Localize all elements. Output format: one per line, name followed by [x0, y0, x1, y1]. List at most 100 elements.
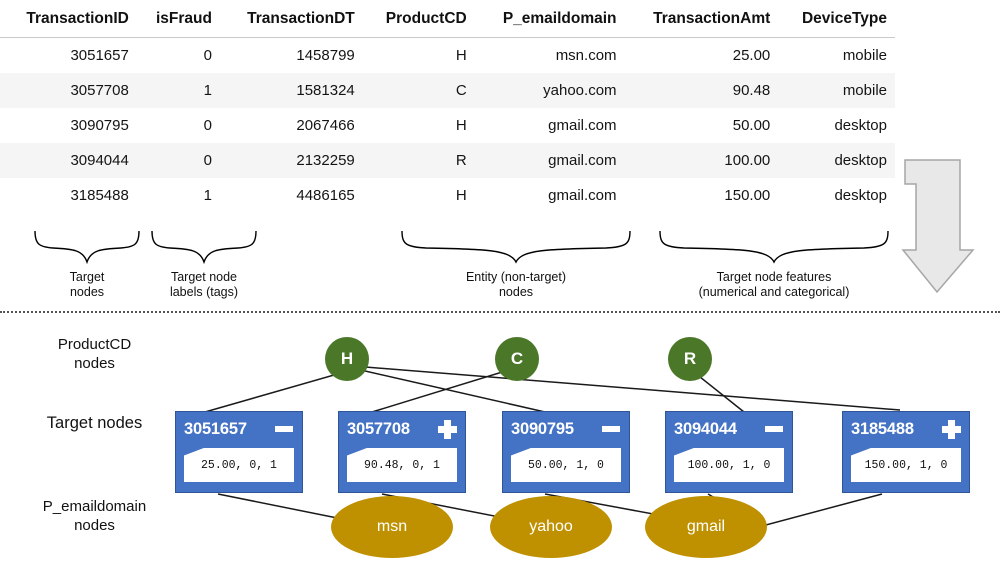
product-node-c[interactable]: C — [495, 337, 539, 381]
table-body: 3051657 0 1458799 H msn.com 25.00 mobile… — [0, 37, 895, 213]
cell-transactionamt: 50.00 — [732, 117, 771, 134]
target-node-header: 3094044 — [666, 412, 792, 442]
annotation-target-labels: Target node labels (tags) — [154, 270, 254, 300]
annotation-line-2: (numerical and categorical) — [698, 285, 850, 299]
target-node-3057708[interactable]: 3057708 90.48, 0, 1 — [338, 411, 466, 493]
minus-icon — [601, 419, 621, 439]
cell-isfraud: 0 — [203, 117, 212, 134]
cell-devicetype: mobile — [842, 47, 887, 64]
annotation-line-2: nodes — [69, 285, 105, 299]
cell-transactionamt: 150.00 — [724, 187, 771, 204]
email-node-label: yahoo — [529, 518, 573, 535]
cell-p-emaildomain: gmail.com — [548, 187, 617, 204]
target-node-id: 3185488 — [851, 419, 914, 438]
annotation-entity-nodes: Entity (non-target) nodes — [416, 270, 616, 300]
minus-icon — [274, 419, 294, 439]
product-node-h[interactable]: H — [325, 337, 369, 381]
transactions-table: TransactionID isFraud TransactionDT Prod… — [0, 6, 895, 213]
cell-transactiondt: 4486165 — [296, 187, 355, 204]
cell-productcd: C — [455, 82, 467, 99]
edge-h-3090795 — [351, 367, 546, 413]
annotation-line-2: nodes — [498, 285, 534, 299]
plus-icon — [941, 419, 961, 439]
product-node-r[interactable]: R — [668, 337, 712, 381]
cell-devicetype: mobile — [842, 82, 887, 99]
row-label-line-1: ProductCD — [57, 336, 132, 353]
brace-target-nodes — [33, 231, 141, 264]
cell-isfraud: 0 — [203, 152, 212, 169]
cell-transactiondt: 1581324 — [296, 82, 355, 99]
column-header-transactionid: TransactionID — [0, 6, 137, 38]
cell-transactionamt: 100.00 — [724, 152, 771, 169]
column-header-transactionamt: TransactionAmt — [624, 6, 779, 38]
cell-isfraud: 0 — [203, 47, 212, 64]
target-node-header: 3090795 — [503, 412, 629, 442]
target-node-3094044[interactable]: 3094044 100.00, 1, 0 — [665, 411, 793, 493]
edge-h-3051657 — [204, 372, 342, 413]
cell-isfraud: 1 — [203, 82, 212, 99]
table-header-row: TransactionID isFraud TransactionDT Prod… — [0, 6, 895, 38]
column-header-devicetype: DeviceType — [778, 6, 895, 38]
cell-transactiondt: 2067466 — [296, 117, 355, 134]
graph-diagram: ProductCD nodes Target nodes P_emaildoma… — [0, 311, 1000, 563]
cell-productcd: H — [455, 187, 467, 204]
email-node-label: msn — [376, 518, 408, 535]
row-label-p-emaildomain: P_emaildomain nodes — [2, 497, 187, 535]
annotation-target-nodes: Target nodes — [37, 270, 137, 300]
target-node-header: 3051657 — [176, 412, 302, 442]
cell-p-emaildomain: msn.com — [555, 47, 617, 64]
email-node-label: gmail — [686, 518, 726, 535]
annotation-line-1: Target node — [170, 270, 238, 284]
cell-transactionid: 3057708 — [70, 82, 129, 99]
target-node-3051657[interactable]: 3051657 25.00, 0, 1 — [175, 411, 303, 493]
section-divider — [0, 311, 1000, 313]
table-row: 3057708 1 1581324 C yahoo.com 90.48 mobi… — [0, 73, 895, 108]
cell-devicetype: desktop — [834, 187, 887, 204]
row-label-line-2: nodes — [74, 355, 115, 372]
cell-isfraud: 1 — [203, 187, 212, 204]
edge-h-3185488 — [352, 365, 901, 411]
target-node-header: 3057708 — [339, 412, 465, 442]
product-node-label: R — [683, 349, 697, 368]
email-node-gmail[interactable]: gmail — [645, 496, 767, 558]
column-header-productcd: ProductCD — [362, 6, 475, 38]
annotation-target-features: Target node features (numerical and cate… — [664, 270, 884, 300]
cell-transactionamt: 25.00 — [732, 47, 771, 64]
row-label-line-1: Target nodes — [46, 414, 143, 432]
column-header-isfraud: isFraud — [136, 6, 220, 38]
table-row: 3090795 0 2067466 H gmail.com 50.00 desk… — [0, 108, 895, 143]
annotation-line-1: Target node features — [716, 270, 832, 284]
product-node-label: H — [340, 349, 354, 368]
row-label-line-2: nodes — [74, 517, 115, 534]
column-header-p-emaildomain: P_emaildomain — [474, 6, 625, 38]
email-node-msn[interactable]: msn — [331, 496, 453, 558]
flow-down-arrow-icon — [900, 158, 976, 301]
cell-p-emaildomain: gmail.com — [548, 152, 617, 169]
cell-transactionamt: 90.48 — [732, 82, 771, 99]
target-node-id: 3051657 — [184, 419, 247, 438]
table-header: TransactionID isFraud TransactionDT Prod… — [0, 6, 895, 38]
table-row: 3094044 0 2132259 R gmail.com 100.00 des… — [0, 143, 895, 178]
product-node-label: C — [510, 349, 524, 368]
cell-productcd: H — [455, 47, 467, 64]
plus-icon — [437, 419, 457, 439]
minus-icon — [764, 419, 784, 439]
target-node-id: 3057708 — [347, 419, 410, 438]
target-node-features: 25.00, 0, 1 — [184, 448, 294, 482]
cell-productcd: H — [455, 117, 467, 134]
target-node-features: 150.00, 1, 0 — [851, 448, 961, 482]
cell-p-emaildomain: gmail.com — [548, 117, 617, 134]
cell-productcd: R — [455, 152, 467, 169]
email-node-yahoo[interactable]: yahoo — [490, 496, 612, 558]
cell-devicetype: desktop — [834, 117, 887, 134]
annotation-line-1: Entity (non-target) — [465, 270, 567, 284]
target-node-features: 50.00, 1, 0 — [511, 448, 621, 482]
edge-3185488-gmail — [761, 493, 883, 527]
annotation-line-1: Target — [69, 270, 105, 284]
cell-p-emaildomain: yahoo.com — [543, 82, 617, 99]
target-node-3090795[interactable]: 3090795 50.00, 1, 0 — [502, 411, 630, 493]
target-node-3185488[interactable]: 3185488 150.00, 1, 0 — [842, 411, 970, 493]
brace-target-labels — [150, 231, 258, 264]
cell-devicetype: desktop — [834, 152, 887, 169]
